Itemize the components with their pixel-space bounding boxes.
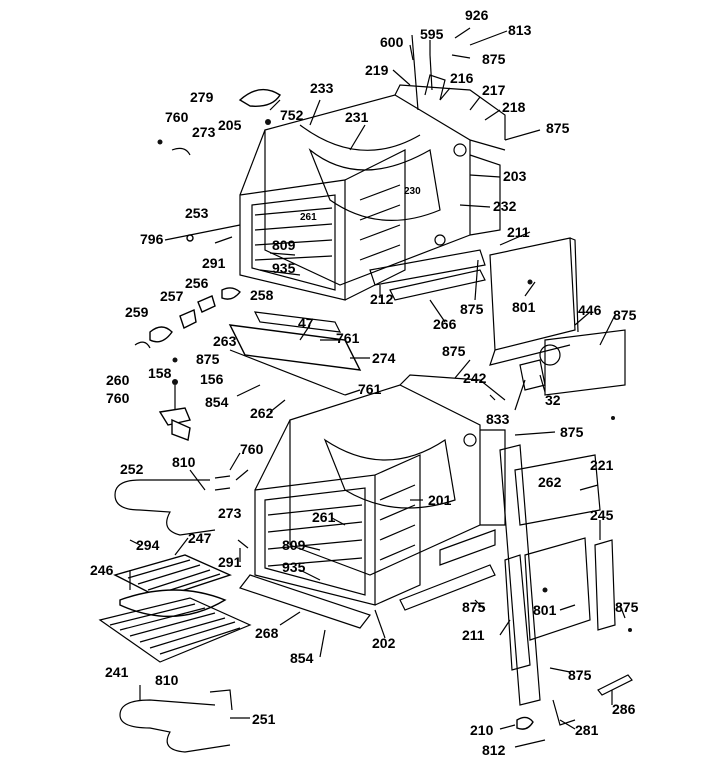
callout-809: 809 [272,237,296,253]
callout-813: 813 [508,22,532,38]
callout-246: 246 [90,562,114,578]
callout-261: 261 [300,212,317,223]
callout-211: 211 [507,224,530,240]
callout-252: 252 [120,461,144,477]
callout-263: 263 [213,333,237,349]
callout-205: 205 [218,117,242,133]
callout-926: 926 [465,7,489,23]
callout-281: 281 [575,722,599,738]
callout-273: 273 [192,124,216,140]
callout-801: 801 [533,602,557,618]
callout-752: 752 [280,107,304,123]
callout-935: 935 [282,559,306,575]
callout-221: 221 [590,457,614,473]
callout-600: 600 [380,34,404,50]
callout-201: 201 [428,492,452,508]
callout-801: 801 [512,299,536,315]
callout-156: 156 [200,371,224,387]
callout-219: 219 [365,62,389,78]
callout-258: 258 [250,287,274,303]
callout-257: 257 [160,288,184,304]
callout-875: 875 [568,667,592,683]
upper-oven-cavity [238,34,506,301]
callout-595: 595 [420,26,444,42]
callout-268: 268 [255,625,279,641]
callout-202: 202 [372,635,396,651]
callout-875: 875 [460,301,484,317]
callout-211: 211 [462,627,485,643]
callout-242: 242 [463,370,487,386]
callout-291: 291 [218,554,242,570]
callout-47: 47 [298,315,314,331]
leader-lines [129,27,626,748]
callout-230: 230 [404,186,421,197]
callout-266: 266 [433,316,457,332]
callout-760: 760 [106,390,130,406]
callout-273: 273 [218,505,242,521]
callout-760: 760 [240,441,264,457]
callout-833: 833 [486,411,510,427]
callout-279: 279 [190,89,214,105]
callout-809: 809 [282,537,306,553]
callout-158: 158 [148,365,172,381]
callout-260: 260 [106,372,130,388]
callout-294: 294 [136,537,160,553]
callout-761: 761 [336,330,360,346]
callout-231: 231 [345,109,369,125]
callout-203: 203 [503,168,527,184]
callout-256: 256 [185,275,209,291]
callout-875: 875 [462,599,486,615]
callout-253: 253 [185,205,209,221]
callout-labels: 926 813 600 595 875 219 216 217 218 875 … [90,7,639,758]
callout-274: 274 [372,350,396,366]
callout-810: 810 [172,454,196,470]
callout-217: 217 [482,82,506,98]
callout-875: 875 [482,51,506,67]
callout-875: 875 [560,424,584,440]
right-side-panels [489,237,633,730]
lower-oven-cavity [239,374,506,629]
callout-262: 262 [538,474,562,490]
callout-233: 233 [310,80,334,96]
upper-left-small-parts [134,119,362,441]
callout-761: 761 [358,381,382,397]
callout-935: 935 [272,260,296,276]
callout-261: 261 [312,509,336,525]
callout-286: 286 [612,701,636,717]
callout-291: 291 [202,255,226,271]
callout-259: 259 [125,304,149,320]
callout-247: 247 [188,530,212,546]
callout-875: 875 [442,343,466,359]
callout-875: 875 [615,599,639,615]
callout-251: 251 [252,711,276,727]
callout-875: 875 [613,307,637,323]
lower-left-parts [98,469,252,753]
callout-262: 262 [250,405,274,421]
callout-812: 812 [482,742,506,758]
callout-216: 216 [450,70,474,86]
callout-796: 796 [140,231,164,247]
callout-241: 241 [105,664,129,680]
callout-854: 854 [290,650,314,666]
callout-218: 218 [502,99,526,115]
callout-875: 875 [196,351,220,367]
callout-854: 854 [205,394,229,410]
callout-210: 210 [470,722,494,738]
callout-212: 212 [370,291,394,307]
callout-760: 760 [165,109,189,125]
callout-875: 875 [546,120,570,136]
callout-245: 245 [590,507,614,523]
callout-446: 446 [578,302,602,318]
callout-32: 32 [545,392,561,408]
callout-810: 810 [155,672,179,688]
callout-232: 232 [493,198,517,214]
